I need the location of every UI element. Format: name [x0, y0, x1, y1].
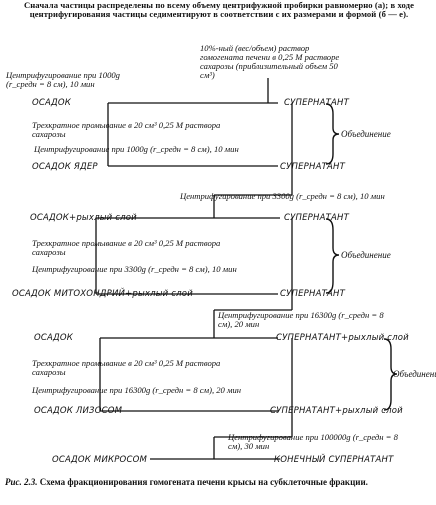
- spin-step-2: Центрифугирование при 3300g (r_средн = 8…: [180, 191, 385, 201]
- spin-step-1: Центрифугирование при 1000g (r_средн = 8…: [6, 70, 120, 89]
- supernatant-3: СУПЕРНАТАНТ+рыхлый слой: [276, 333, 409, 343]
- supernatant-2: СУПЕРНАТАНТ: [284, 213, 349, 223]
- wash-step-3: Трехкратное промывание в 20 см³ 0,25 М р…: [32, 358, 221, 377]
- pellet-1: ОСАДОК: [32, 98, 72, 108]
- wash-step-1: Трехкратное промывание в 20 см³ 0,25 М р…: [32, 120, 221, 139]
- microsome-pellet: ОСАДОК МИКРОСОМ: [52, 455, 148, 465]
- intro-text: Сначала частицы распределены по всему об…: [23, 0, 415, 20]
- combine-label-1: Объединение: [341, 129, 391, 139]
- spin-step-2b: Центрифугирование при 3300g (r_средн = 8…: [32, 264, 237, 274]
- combine-label-3: Объединение: [393, 369, 436, 379]
- wash-step-2: Трехкратное промывание в 20 см³ 0,25 М р…: [32, 238, 221, 257]
- homogenate-note: 10%-ный (вес/объем) раствор гомогената п…: [200, 43, 340, 80]
- supernatant-2b: СУПЕРНАТАНТ: [280, 289, 345, 299]
- supernatant-3b: СУПЕРНАТАНТ+рыхлый слой: [270, 406, 403, 416]
- supernatant-1b: СУПЕРНАТАНТ: [280, 162, 345, 172]
- pellet-3: ОСАДОК: [34, 333, 74, 343]
- final-supernatant: КОНЕЧНЫЙ СУПЕРНАТАНТ: [274, 455, 394, 465]
- figure-caption: Рис. 2.3. Схема фракционирования гомоген…: [5, 477, 433, 487]
- caption-text: Схема фракционирования гомогената печени…: [39, 477, 368, 487]
- mitochondria-pellet: ОСАДОК МИТОХОНДРИЙ+рыхлый слой: [12, 289, 193, 299]
- lysosome-pellet: ОСАДОК ЛИЗОСОМ: [34, 406, 123, 416]
- combine-label-2: Объединение: [341, 250, 391, 260]
- supernatant-1: СУПЕРНАТАНТ: [284, 98, 349, 108]
- spin-step-3b: Центрифугирование при 16300g (r_средн = …: [32, 385, 242, 395]
- spin-step-3: Центрифугирование при 16300g (r_средн = …: [218, 310, 384, 329]
- pellet-2: ОСАДОК+рыхлый слой: [30, 213, 137, 223]
- nuclei-pellet: ОСАДОК ЯДЕР: [32, 162, 98, 172]
- spin-step-1b: Центрифугирование при 1000g (r_средн = 8…: [34, 144, 239, 154]
- caption-label: Рис. 2.3.: [5, 477, 38, 487]
- spin-step-4: Центрифугирование при 100000g (r_средн =…: [228, 432, 398, 451]
